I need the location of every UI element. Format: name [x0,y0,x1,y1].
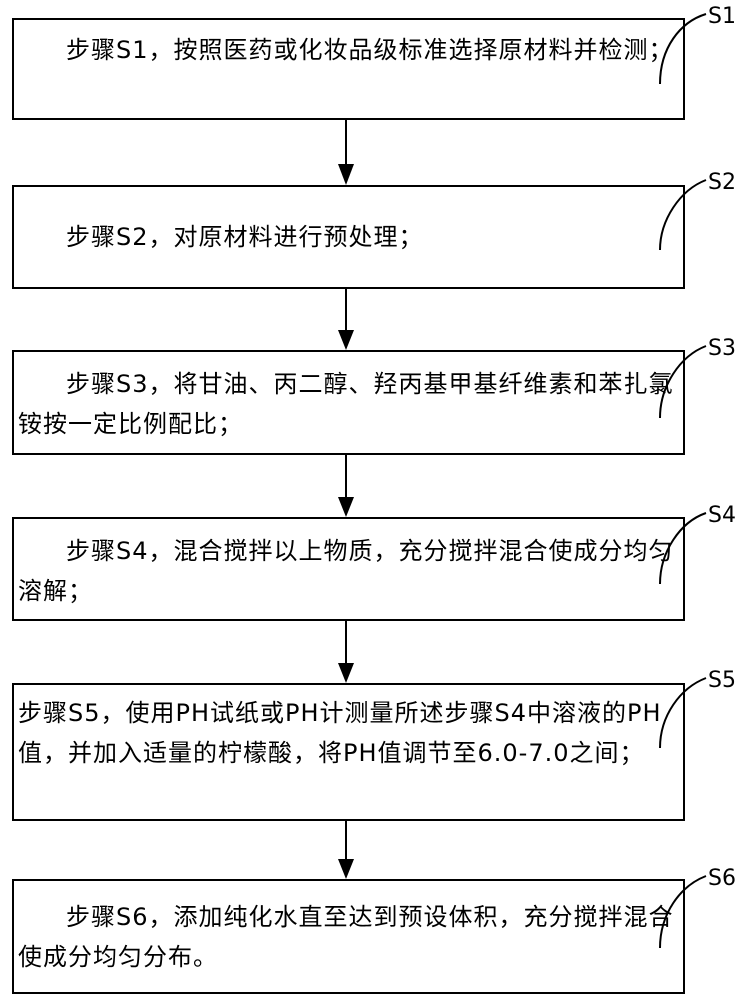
arrow-s4-s5-head [338,663,354,683]
step-text-s6: 步骤S6，添加纯化水直至达到预设体积，充分搅拌混合使成分均匀分布。 [18,903,674,971]
leader-curve-s6 [659,875,707,949]
step-label-s1: S1 [708,4,736,29]
leader-curve-s4 [659,512,707,585]
step-label-s5: S5 [708,668,736,693]
step-label-s4: S4 [708,503,736,528]
arrow-s1-s2-head [338,164,354,185]
arrow-s5-s6-head [338,859,354,879]
step-box-s2: 步骤S2，对原材料进行预处理； [12,185,685,289]
step-label-s2: S2 [708,170,736,195]
step-text-s5: 步骤S5，使用PH试纸或PH计测量所述步骤S4中溶液的PH值，并加入适量的柠檬酸… [18,699,662,767]
leader-curve-s2 [659,179,707,251]
arrow-s3-s4-head [338,497,354,517]
step-label-s6: S6 [708,866,736,891]
step-text-s4: 步骤S4，混合搅拌以上物质，充分搅拌混合使成分均匀溶解； [18,537,674,605]
leader-curve-s5 [659,677,707,749]
arrow-s2-s3-head [338,330,354,350]
step-text-s1: 步骤S1，按照医药或化妆品级标准选择原材料并检测； [66,36,674,64]
step-text-s3: 步骤S3，将甘油、丙二醇、羟丙基甲基纤维素和苯扎氯铵按一定比例配比； [18,370,674,438]
step-box-s4: 步骤S4，混合搅拌以上物质，充分搅拌混合使成分均匀溶解； [12,517,685,621]
step-box-s6: 步骤S6，添加纯化水直至达到预设体积，充分搅拌混合使成分均匀分布。 [12,879,685,994]
step-box-s5: 步骤S5，使用PH试纸或PH计测量所述步骤S4中溶液的PH值，并加入适量的柠檬酸… [12,683,685,821]
leader-curve-s1 [659,13,707,85]
leader-curve-s3 [659,345,707,419]
step-box-s3: 步骤S3，将甘油、丙二醇、羟丙基甲基纤维素和苯扎氯铵按一定比例配比； [12,350,685,455]
step-box-s1: 步骤S1，按照医药或化妆品级标准选择原材料并检测； [12,18,685,120]
step-label-s3: S3 [708,336,736,361]
step-text-s2: 步骤S2，对原材料进行预处理； [66,223,424,251]
